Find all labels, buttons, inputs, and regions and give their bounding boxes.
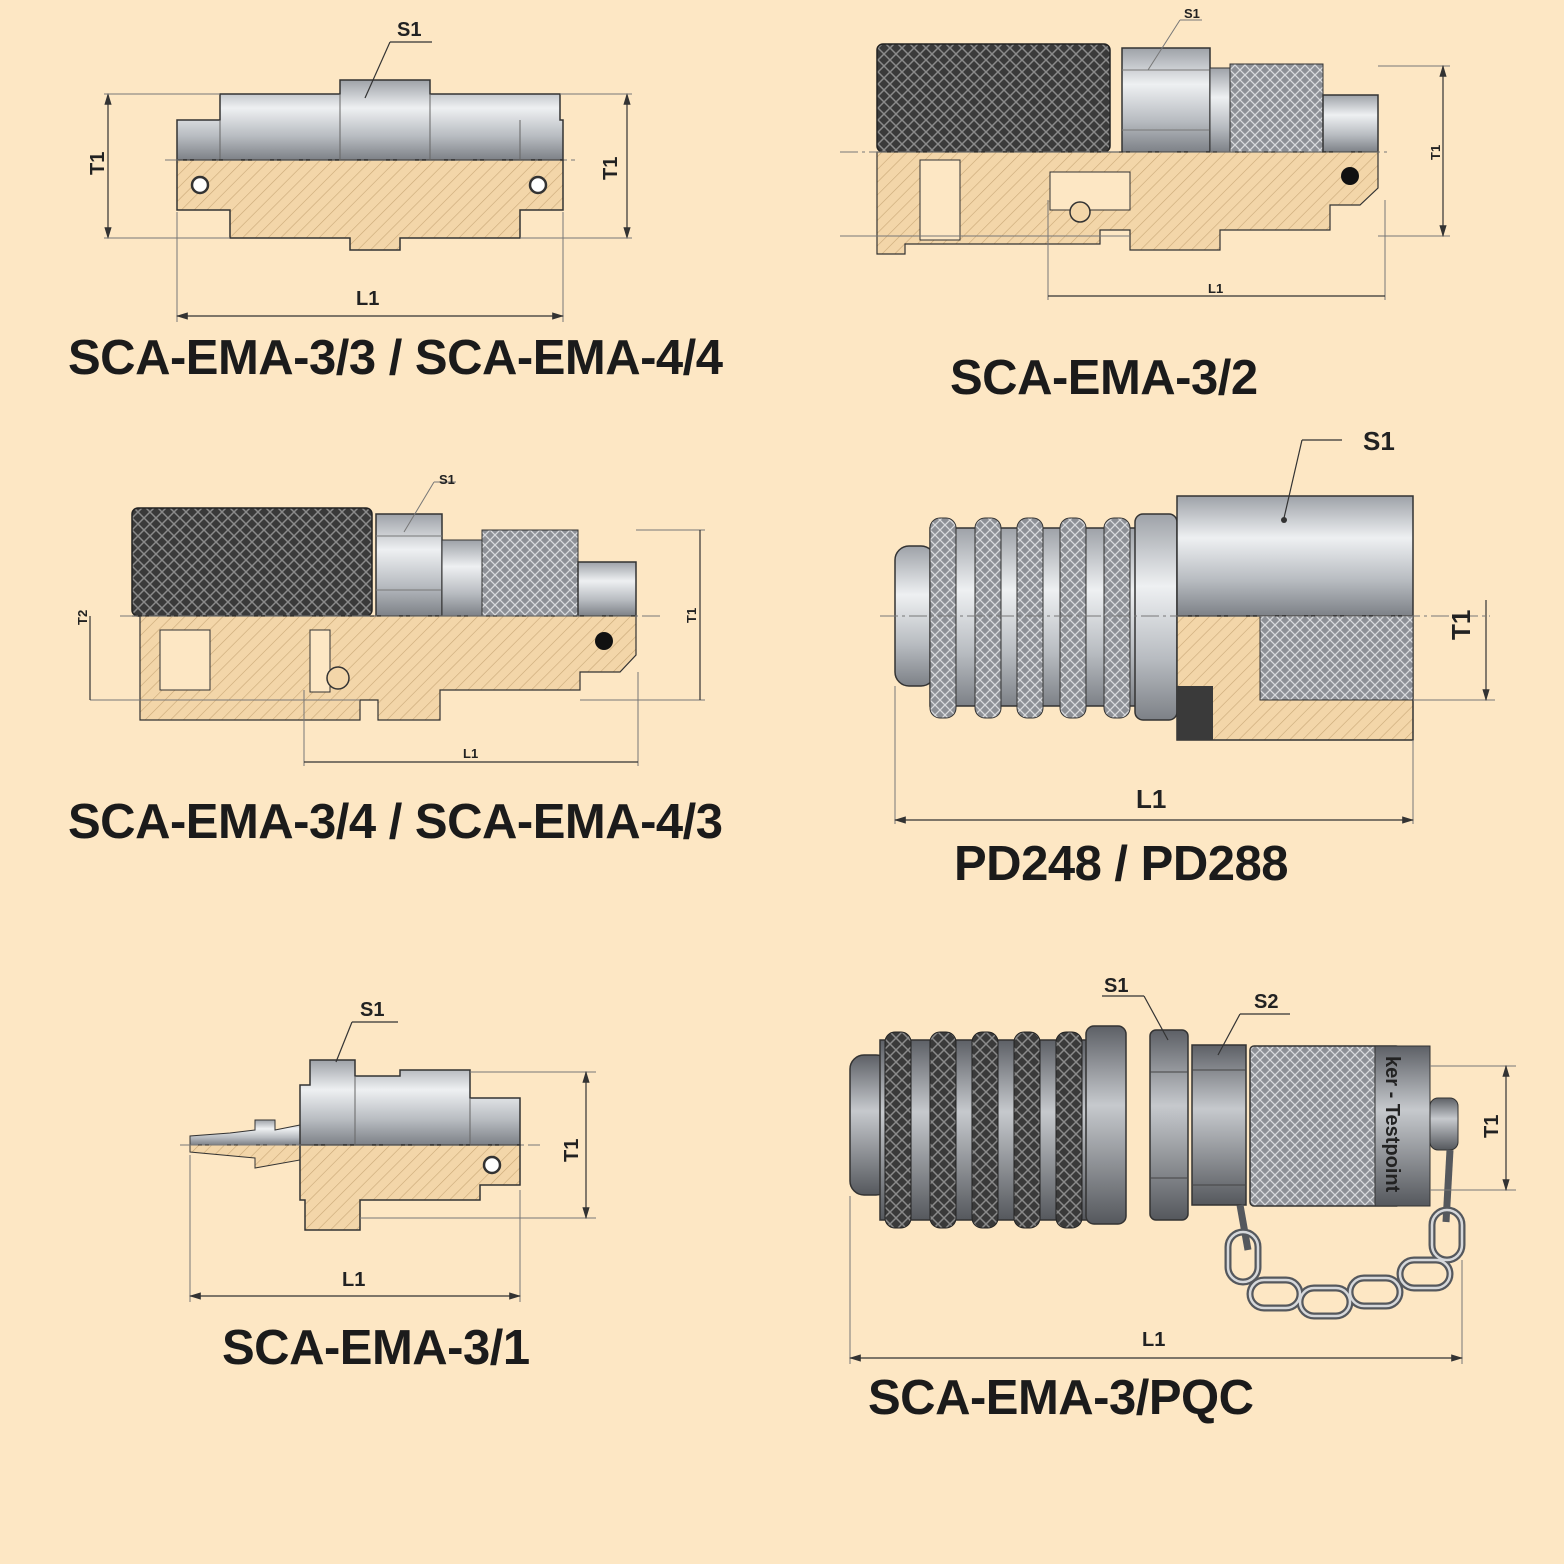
dim-s1: S1: [1184, 6, 1200, 21]
panel-sca-ema-3-pqc: ker - Testpoint T1 L1: [830, 960, 1564, 1460]
product-title: PD248 / PD288: [954, 837, 1289, 891]
panel-sca-ema-3-4: T2 T1 L1 S1 SCA-EMA-3/4 / SCA-EMA-4/3: [60, 410, 820, 870]
panel-sca-ema-3-3: T1 T1 L1 S1 SCA-EMA-3/3 / SCA-EMA-4/4: [60, 0, 830, 410]
dim-l1: L1: [463, 746, 478, 761]
panel-pd248: T1 L1 S1 PD248 / PD288: [830, 410, 1564, 900]
dim-s1: S1: [1363, 426, 1395, 456]
panel-sca-ema-3-1: T1 L1 S1 SCA-EMA-3/1: [150, 990, 710, 1390]
dim-l1: L1: [1136, 784, 1166, 814]
dim-t1: T1: [561, 1139, 583, 1162]
product-title: SCA-EMA-3/1: [222, 1321, 530, 1375]
dim-t1: T1: [684, 608, 699, 623]
dim-l1: L1: [1142, 1329, 1165, 1351]
drawing-sca-ema-3-4: T2 T1 L1 S1: [75, 472, 705, 766]
dim-s1: S1: [397, 19, 421, 41]
knurl-rings: [884, 1031, 1083, 1229]
dim-t1: T1: [1428, 145, 1443, 160]
product-title: SCA-EMA-3/PQC: [868, 1371, 1254, 1425]
knurl-rings: [929, 517, 1131, 719]
dim-t1: T1: [1446, 610, 1476, 640]
product-title: SCA-EMA-3/2: [950, 351, 1258, 405]
dim-s1: S1: [439, 472, 455, 487]
cap-text: ker - Testpoint: [1381, 1056, 1403, 1193]
dim-t1-right: T1: [600, 157, 622, 180]
panel-sca-ema-3-2: T1 L1 S1 SCA-EMA-3/2: [830, 0, 1564, 410]
dim-l1: L1: [342, 1269, 365, 1291]
drawing-sca-ema-3-3: T1 T1 L1 S1: [87, 19, 632, 322]
product-title: SCA-EMA-3/3 / SCA-EMA-4/4: [68, 331, 723, 385]
dim-t1-left: T1: [87, 152, 109, 175]
dim-l1: L1: [356, 288, 379, 310]
drawing-sca-ema-3-1: T1 L1 S1: [180, 999, 596, 1302]
product-title: SCA-EMA-3/4 / SCA-EMA-4/3: [68, 795, 723, 849]
drawing-pd248: T1 L1 S1: [880, 426, 1495, 824]
dim-s2: S2: [1254, 991, 1278, 1013]
dim-t2: T2: [75, 610, 90, 625]
drawing-sca-ema-3-pqc: ker - Testpoint T1 L1: [848, 975, 1516, 1364]
dim-t1: T1: [1481, 1115, 1503, 1138]
drawing-sca-ema-3-2: T1 L1 S1: [840, 6, 1450, 300]
dim-s1: S1: [360, 999, 384, 1021]
dim-l1: L1: [1208, 281, 1223, 296]
dim-s1: S1: [1104, 975, 1128, 997]
